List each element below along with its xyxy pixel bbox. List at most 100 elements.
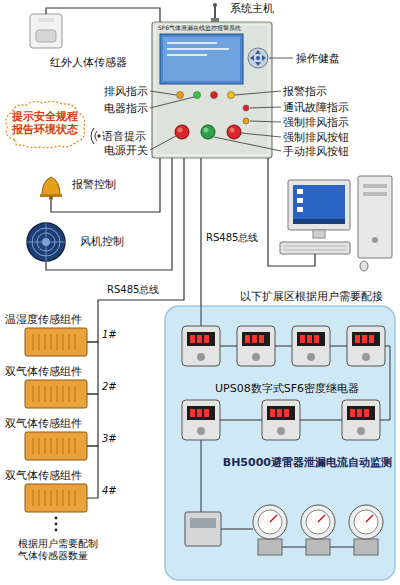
bus-label: RS485总线 xyxy=(105,284,161,296)
callout-number: 3# xyxy=(102,433,117,445)
computer-icon xyxy=(297,198,303,203)
expansion-area: 以下扩展区根据用户需要配接UPS08数字式SF6密度继电器BH5000避雷器泄漏… xyxy=(165,306,395,580)
density-relay-icon xyxy=(245,335,250,343)
ir-sensor: 红外人体传感器 xyxy=(30,14,62,48)
sensor-box-icon xyxy=(25,328,87,356)
node-label: 报警控制 xyxy=(72,178,116,191)
indicator-light xyxy=(177,92,184,99)
expansion-ground xyxy=(165,306,395,580)
leakage-monitor-icon xyxy=(301,505,335,539)
device-wire xyxy=(220,346,347,347)
device-wire xyxy=(201,306,202,326)
node-label: 双气体传感组件 xyxy=(5,365,82,378)
sensor-box-icon xyxy=(25,380,87,408)
density-relay-icon xyxy=(190,409,195,417)
node-label: 红外人体传感器 xyxy=(50,56,127,69)
annotation-label: 排风指示 xyxy=(104,85,148,98)
density-relay-icon xyxy=(357,409,362,417)
density-relay-icon xyxy=(252,335,257,343)
leader-line xyxy=(214,137,281,151)
keypad xyxy=(248,48,268,68)
computer-icon xyxy=(363,184,387,188)
lcd-screen xyxy=(167,54,207,56)
keypad xyxy=(262,55,266,61)
density-relay-icon xyxy=(259,335,264,343)
device-wire xyxy=(221,529,253,530)
antenna xyxy=(211,3,219,22)
density-relay-icon xyxy=(182,400,220,440)
alarm-bell: 报警控制 xyxy=(38,174,64,200)
sensor-box-icon xyxy=(25,432,87,460)
callout-number: 1# xyxy=(102,329,117,341)
keypad xyxy=(248,48,268,68)
leader-line xyxy=(250,121,281,122)
leakage-monitor-icon xyxy=(185,505,383,555)
density-relay-icon xyxy=(342,400,380,440)
connector-wire xyxy=(87,446,98,498)
voice-cloud: 提示安全规程 报告环境状态 xyxy=(2,98,88,150)
push-button xyxy=(178,128,183,133)
alarm-bell-icon xyxy=(40,177,62,200)
connector-wire xyxy=(87,394,98,446)
density-relay-icon xyxy=(307,335,312,343)
leader-line xyxy=(150,58,293,151)
device-caption: BH5000避雷器泄漏电流自动监测 xyxy=(223,456,392,469)
computer-icon xyxy=(372,237,378,243)
push-button xyxy=(227,125,241,139)
speaker-waves xyxy=(91,128,94,144)
density-relay-icon xyxy=(197,427,205,435)
sensor-box-icon xyxy=(25,484,87,512)
ir-sensor-icon xyxy=(36,30,56,42)
callout-number: 2# xyxy=(102,381,117,393)
connector-wire xyxy=(87,342,98,394)
ir-sensor-icon xyxy=(38,18,54,22)
panel-body xyxy=(155,25,269,155)
density-relay-icon xyxy=(187,332,215,346)
density-relay-icon xyxy=(284,409,289,417)
sensor-module: 温湿度传感组件 xyxy=(25,328,87,356)
leakage-monitor-icon xyxy=(306,539,330,555)
annotation-label: 报警指示 xyxy=(283,85,327,98)
keypad xyxy=(255,50,261,54)
density-relay-icon xyxy=(204,409,209,417)
push-button xyxy=(175,125,189,139)
sensor-module: 双气体传感组件 xyxy=(25,484,87,512)
keypad xyxy=(256,56,260,60)
leakage-monitor-icon xyxy=(270,515,277,522)
leakage-monitor-icon xyxy=(185,512,221,546)
density-relay-icon xyxy=(204,335,209,343)
panel-title: SF6气体泄漏在线监控报警系统 xyxy=(158,24,241,31)
density-relay-icon xyxy=(190,335,195,343)
panel-body xyxy=(152,22,272,158)
density-relay-icon xyxy=(262,400,300,440)
density-relay-icon xyxy=(297,332,325,346)
density-relay-icon xyxy=(277,427,285,435)
density-relay-icon xyxy=(197,353,205,361)
indicator-light xyxy=(194,92,201,99)
antenna xyxy=(213,3,217,7)
annotation-label: 电器指示 xyxy=(104,102,148,115)
computer-icon xyxy=(363,192,387,196)
sensor-box-icon xyxy=(25,328,87,356)
density-relay-icon xyxy=(277,409,282,417)
density-relay-icon xyxy=(182,326,220,366)
annotation-label: 根据用户需要配制 气体传感器数量 xyxy=(18,538,110,562)
device-wire xyxy=(282,547,354,548)
computer-icon xyxy=(293,219,345,224)
fan: 风机控制 xyxy=(20,222,72,262)
expansion-ground xyxy=(165,306,395,580)
annotation-label: 操作健盘 xyxy=(296,52,340,65)
lcd-screen xyxy=(160,34,243,84)
sensor-module: 双气体传感组件 xyxy=(25,380,87,408)
leader-line xyxy=(250,107,281,108)
density-relay-icon xyxy=(237,326,275,366)
density-relay-icon xyxy=(267,406,295,420)
density-relay-icon xyxy=(364,409,369,417)
continuation-dots xyxy=(55,523,58,526)
leakage-monitor-icon xyxy=(354,539,378,555)
indicator-light xyxy=(243,118,249,124)
density-relay-icon xyxy=(357,427,365,435)
density-relay-icon xyxy=(270,409,275,417)
ir-sensor-icon xyxy=(30,14,62,48)
